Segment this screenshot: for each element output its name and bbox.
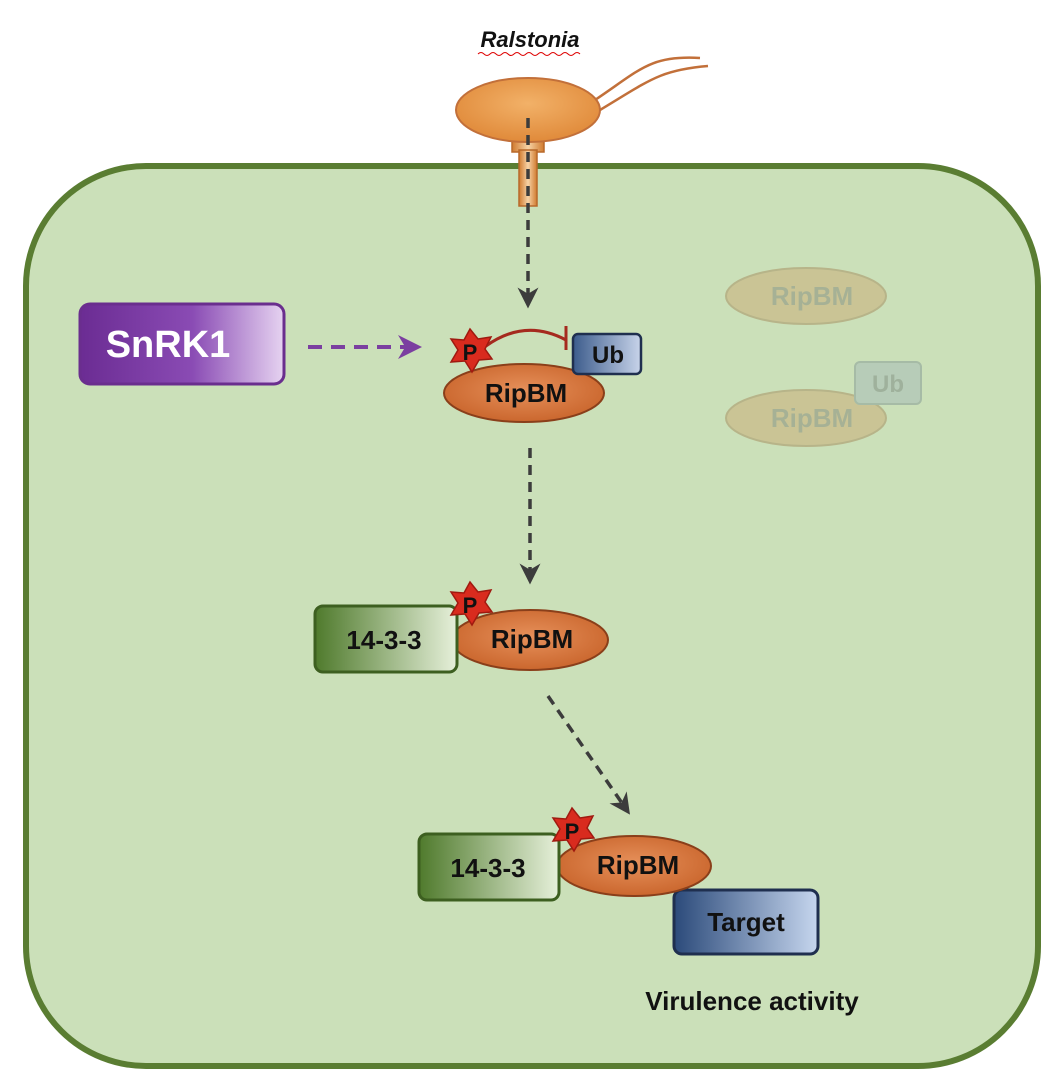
- ripbm-faded: [725, 389, 887, 447]
- organism-label: Ralstonia: [480, 27, 579, 52]
- ub-faded: [854, 361, 922, 405]
- flagellum: [599, 64, 709, 112]
- ripbm-label: RipBM: [597, 850, 679, 880]
- phospho-star: [449, 580, 494, 627]
- spellcheck-underline: [477, 52, 581, 56]
- snrk1-label: SnRK1: [106, 324, 231, 366]
- phospho-star: [551, 806, 596, 853]
- adaptor-box: [313, 604, 459, 674]
- flagellum: [594, 56, 701, 102]
- phospho-label: P: [463, 340, 478, 365]
- bacterium-body: [455, 77, 601, 143]
- ub-label: Ub: [592, 342, 624, 369]
- snrk1-box: [78, 302, 286, 386]
- ub-tag: [571, 332, 643, 376]
- adaptor-label: 14-3-3: [450, 853, 525, 883]
- degraded-pool: RipBM RipBM Ub: [725, 267, 922, 447]
- ripbm-effector: [443, 363, 605, 423]
- ripbm-faded-label: RipBM: [771, 403, 853, 433]
- ripbm-label: RipBM: [491, 624, 573, 654]
- inhibition-arc: [485, 328, 567, 348]
- phospho-star: [449, 327, 494, 374]
- ub-faded-label: Ub: [872, 371, 904, 398]
- targeting-arrow: [546, 695, 630, 815]
- virulence-label: Virulence activity: [645, 986, 859, 1016]
- target-label: Target: [707, 907, 785, 937]
- phospho-label: P: [565, 819, 580, 844]
- adaptor-label: 14-3-3: [346, 625, 421, 655]
- phospho-label: P: [463, 593, 478, 618]
- target-box: [672, 888, 820, 956]
- ripbm-label: RipBM: [485, 378, 567, 408]
- ripbm-faded: [725, 267, 887, 325]
- adaptor-box: [417, 832, 561, 902]
- ripbm-faded-label: RipBM: [771, 281, 853, 311]
